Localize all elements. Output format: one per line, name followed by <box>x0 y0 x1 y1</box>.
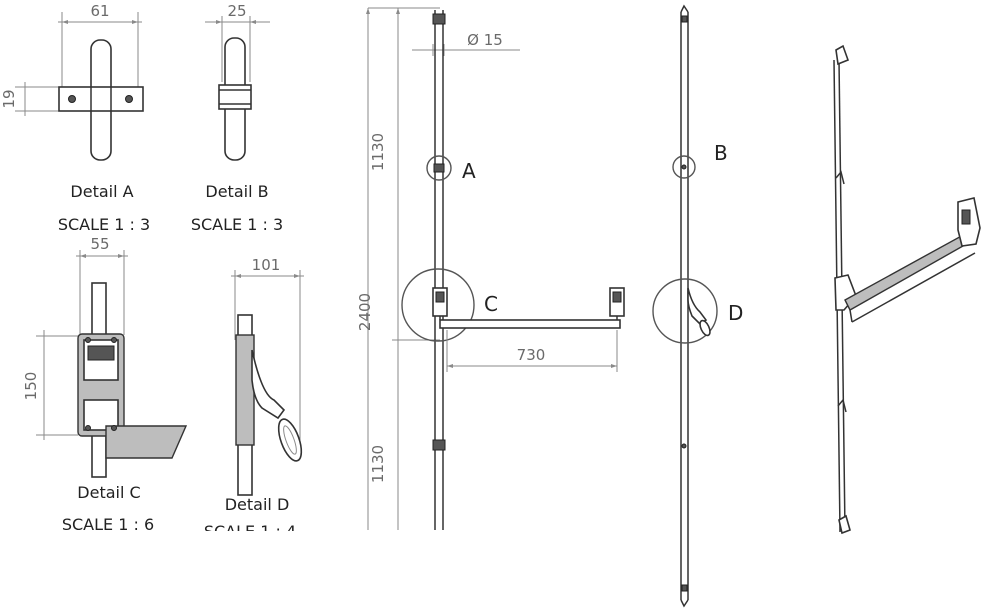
dim-total-label: 2400 <box>356 293 374 331</box>
detail-d: 101 Detail D SCALE 1 : 4 <box>204 256 304 541</box>
side-view: B D <box>652 4 743 608</box>
detail-b-scale: SCALE 1 : 3 <box>191 215 283 234</box>
callout-a: A <box>462 159 476 183</box>
detail-a-title: Detail A <box>70 182 133 201</box>
detail-a-scale: SCALE 1 : 3 <box>58 215 150 234</box>
dim-upper-label: 1130 <box>369 133 387 171</box>
dim-rod-diameter-label: Ø 15 <box>467 31 503 49</box>
detail-c-scale: SCALE 1 : 6 <box>62 515 154 534</box>
dim-bar-label: 730 <box>517 346 546 364</box>
callout-d: D <box>728 301 743 325</box>
dim-lower-label: 1130 <box>369 445 387 483</box>
detail-c-height-label: 150 <box>22 372 40 401</box>
detail-a: 61 19 Detail A SCALE 1 : 3 <box>0 2 150 234</box>
detail-c-width-label: 55 <box>90 235 109 253</box>
detail-c-title: Detail C <box>77 483 140 502</box>
front-view: 1130 2400 1130 Ø 15 A C 730 <box>356 7 625 530</box>
detail-b: 25 Detail B SCALE 1 : 3 <box>191 2 283 234</box>
callout-c: C <box>484 292 498 316</box>
detail-d-title: Detail D <box>225 495 290 514</box>
isometric-view <box>833 44 981 535</box>
detail-b-title: Detail B <box>205 182 268 201</box>
detail-b-width-label: 25 <box>227 2 246 20</box>
detail-c: 55 150 Detail C SCALE 1 : 6 <box>22 235 188 534</box>
detail-d-width-label: 101 <box>252 256 281 274</box>
detail-a-width-label: 61 <box>90 2 109 20</box>
detail-d-scale: SCALE 1 : 4 <box>204 522 296 541</box>
callout-b: B <box>714 141 728 165</box>
detail-a-height-label: 19 <box>0 89 18 108</box>
